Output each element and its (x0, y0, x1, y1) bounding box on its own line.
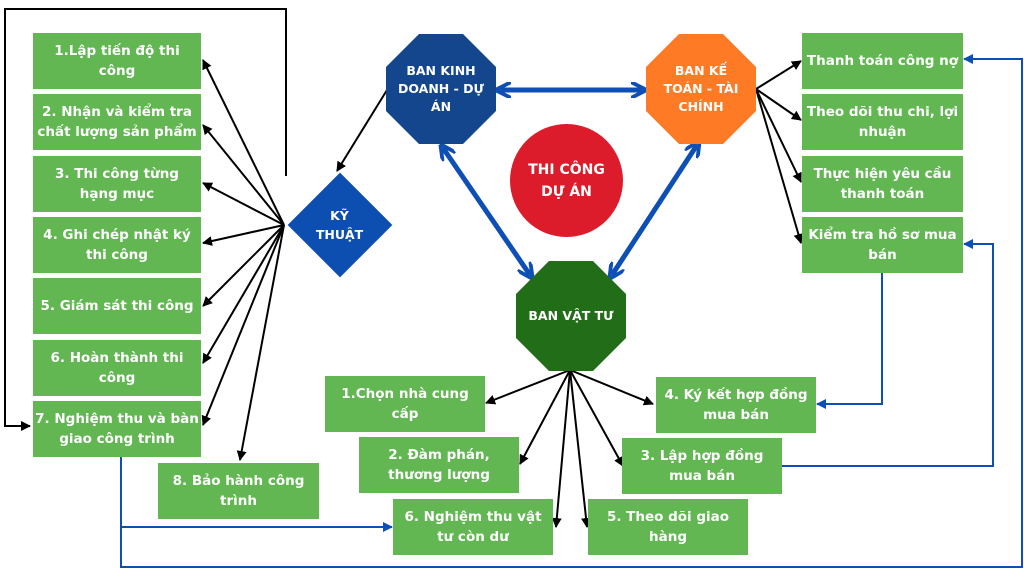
ky-thuat-task-6[interactable]: 6. Hoàn thành thi công (33, 340, 201, 396)
dept-ky-thuat-label: KỸ THUẬT (315, 207, 364, 242)
task-label: 2. Đàm phán, thương lượng (388, 447, 490, 483)
task-label: Thực hiện yêu cầu thanh toán (813, 166, 952, 202)
ke-toan-task-3[interactable]: Thực hiện yêu cầu thanh toán (802, 156, 963, 212)
process-flow-lines (120, 54, 1023, 568)
dept-ke-toan-label: BAN KẾ TOÁN - TÀI CHÍNH (663, 63, 739, 114)
task-label: 5. Giám sát thi công (40, 298, 194, 314)
vat-tu-task-arrows (485, 369, 654, 528)
dept-vat-tu[interactable]: BAN VẬT TƯ (516, 261, 626, 371)
vat-tu-task-5[interactable]: 5. Theo dõi giao hàng (588, 499, 748, 555)
dept-kinh-doanh[interactable]: BAN KINH DOANH - DỰ ÁN (386, 34, 496, 144)
task-label: 3. Thi công từng hạng mục (55, 166, 179, 202)
vat-tu-task-4[interactable]: 4. Ký kết hợp đồng mua bán (656, 377, 816, 433)
ky-thuat-task-1[interactable]: 1.Lập tiến độ thi công (33, 33, 201, 89)
task-label: Kiểm tra hồ sơ mua bán (808, 227, 957, 263)
department-links (443, 90, 697, 275)
ky-thuat-task-7[interactable]: 7. Nghiệm thu và bàn giao công trình (33, 401, 201, 457)
task-label: 6. Nghiệm thu vật tư còn dư (404, 509, 542, 545)
ky-thuat-task-4[interactable]: 4. Ghi chép nhật ký thi công (33, 217, 201, 273)
vat-tu-task-3[interactable]: 3. Lập hợp đồng mua bán (622, 438, 782, 494)
task-label: 6. Hoàn thành thi công (50, 350, 184, 386)
ke-toan-task-2[interactable]: Theo dõi thu chi, lợi nhuận (802, 94, 963, 150)
dept-vat-tu-label: BAN VẬT TƯ (528, 308, 614, 323)
dept-kinh-doanh-label: BAN KINH DOANH - DỰ ÁN (398, 63, 484, 114)
ky-thuat-task-2[interactable]: 2. Nhận và kiểm tra chất lượng sản phẩm (33, 94, 201, 150)
ke-toan-task-4[interactable]: Kiểm tra hồ sơ mua bán (802, 217, 963, 273)
task-label: 3. Lập hợp đồng mua bán (640, 448, 764, 484)
task-label: 1.Chọn nhà cung cấp (341, 386, 469, 422)
ke-toan-task-arrows (755, 60, 804, 244)
ky-thuat-task-3[interactable]: 3. Thi công từng hạng mục (33, 156, 201, 212)
arrow-kinh-doanh-to-ky-thuat (336, 89, 388, 172)
ky-thuat-task-8[interactable]: 8. Bảo hành công trình (158, 463, 319, 519)
dept-ky-thuat[interactable]: KỸ THUẬT (287, 172, 393, 278)
task-label: 2. Nhận và kiểm tra chất lượng sản phẩm (37, 104, 197, 140)
task-label: Theo dõi thu chi, lợi nhuận (806, 104, 959, 140)
task-label: 5. Theo dõi giao hàng (606, 509, 730, 545)
task-label: Thanh toán công nợ (806, 53, 959, 69)
vat-tu-task-2[interactable]: 2. Đàm phán, thương lượng (359, 437, 519, 493)
dept-ke-toan[interactable]: BAN KẾ TOÁN - TÀI CHÍNH (646, 34, 756, 144)
ke-toan-task-1[interactable]: Thanh toán công nợ (802, 33, 963, 89)
vat-tu-task-6[interactable]: 6. Nghiệm thu vật tư còn dư (393, 499, 553, 555)
task-label: 1.Lập tiến độ thi công (54, 43, 180, 79)
vat-tu-task-1[interactable]: 1.Chọn nhà cung cấp (325, 376, 485, 432)
task-label: 4. Ghi chép nhật ký thi công (43, 227, 191, 263)
task-label: 4. Ký kết hợp đồng mua bán (664, 387, 808, 423)
center-project-node[interactable]: THI CÔNG DỰ ÁN (510, 124, 623, 237)
ky-thuat-task-arrows (201, 59, 285, 461)
task-label: 7. Nghiệm thu và bàn giao công trình (35, 411, 199, 447)
ky-thuat-task-5[interactable]: 5. Giám sát thi công (33, 278, 201, 334)
loop-connector-ky-thuat (4, 8, 287, 431)
task-label: 8. Bảo hành công trình (172, 473, 305, 509)
center-label: THI CÔNG DỰ ÁN (528, 161, 605, 200)
